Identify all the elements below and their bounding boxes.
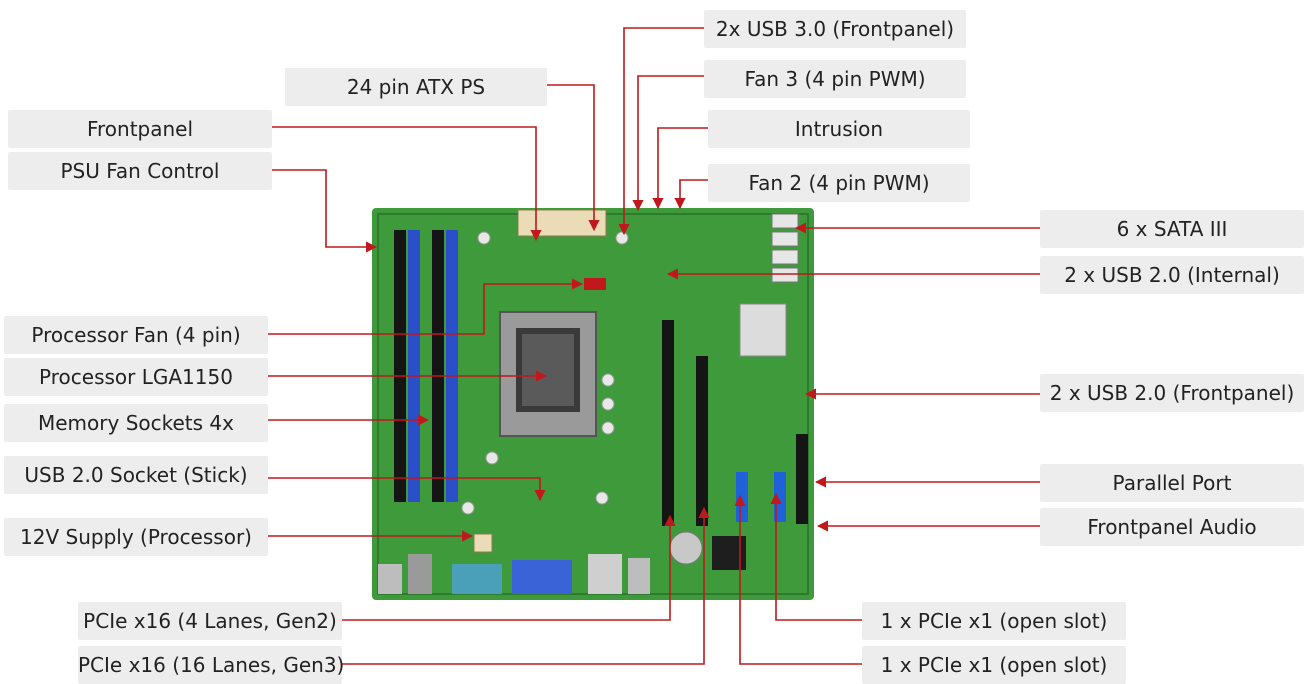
leader-pcie-16lane: [342, 506, 710, 665]
leader-frontpanel: [272, 126, 542, 242]
label-24pin-atx: 24 pin ATX PS: [285, 68, 547, 106]
cpu-socket: [499, 311, 597, 437]
label-processor-fan: Processor Fan (4 pin): [4, 316, 268, 354]
label-12v-supply: 12V Supply (Processor): [4, 518, 268, 556]
label-usb20-internal: 2 x USB 2.0 (Internal): [1040, 256, 1304, 294]
label-pcie-16lane: PCIe x16 (16 Lanes, Gen3): [78, 646, 344, 684]
label-memory-sockets: Memory Sockets 4x: [4, 404, 268, 442]
chipset-heatsink: [739, 303, 787, 357]
leader-pcie-4lane: [342, 514, 676, 621]
label-usb20-frontpanel: 2 x USB 2.0 (Frontpanel): [1040, 374, 1304, 412]
label-usb30-frontpanel: 2x USB 3.0 (Frontpanel): [704, 10, 966, 48]
leader-fan3: [632, 75, 704, 212]
label-frontpanel-audio: Frontpanel Audio: [1040, 508, 1304, 546]
label-sata: 6 x SATA III: [1040, 210, 1304, 248]
label-frontpanel: Frontpanel: [8, 110, 272, 148]
label-psu-fan-control: PSU Fan Control: [8, 152, 272, 190]
label-processor-socket: Processor LGA1150: [4, 358, 268, 396]
pcie-x16-slot-a: [662, 320, 674, 526]
leader-fan2: [674, 179, 708, 210]
rear-io: [378, 554, 650, 594]
pcie-x16-slot-b: [696, 356, 708, 526]
leader-usb30: [618, 27, 704, 236]
label-intrusion: Intrusion: [708, 110, 970, 148]
label-fan3: Fan 3 (4 pin PWM): [704, 60, 966, 98]
label-fan2: Fan 2 (4 pin PWM): [708, 164, 970, 202]
leader-pcie-x1-a: [770, 492, 862, 621]
leader-cpu-fan: [268, 278, 584, 335]
label-pcie-x1-a: 1 x PCIe x1 (open slot): [862, 602, 1126, 640]
leader-usb-stick: [268, 477, 546, 502]
leader-pcie-x1-b: [734, 494, 862, 665]
leader-psu-fan: [272, 169, 378, 253]
label-usb-stick: USB 2.0 Socket (Stick): [4, 456, 268, 494]
label-parallel-port: Parallel Port: [1040, 464, 1304, 502]
leader-24pin: [547, 84, 600, 232]
cpu-fan-header: [584, 278, 606, 290]
label-pcie-x1-b: 1 x PCIe x1 (open slot): [862, 646, 1126, 684]
label-pcie-4lane: PCIe x16 (4 Lanes, Gen2): [78, 602, 342, 640]
leader-intrusion: [652, 127, 708, 210]
sata-ports: [771, 213, 799, 283]
memory-sockets: [394, 230, 458, 502]
12v-connector: [473, 533, 493, 553]
parallel-header: [796, 434, 808, 524]
